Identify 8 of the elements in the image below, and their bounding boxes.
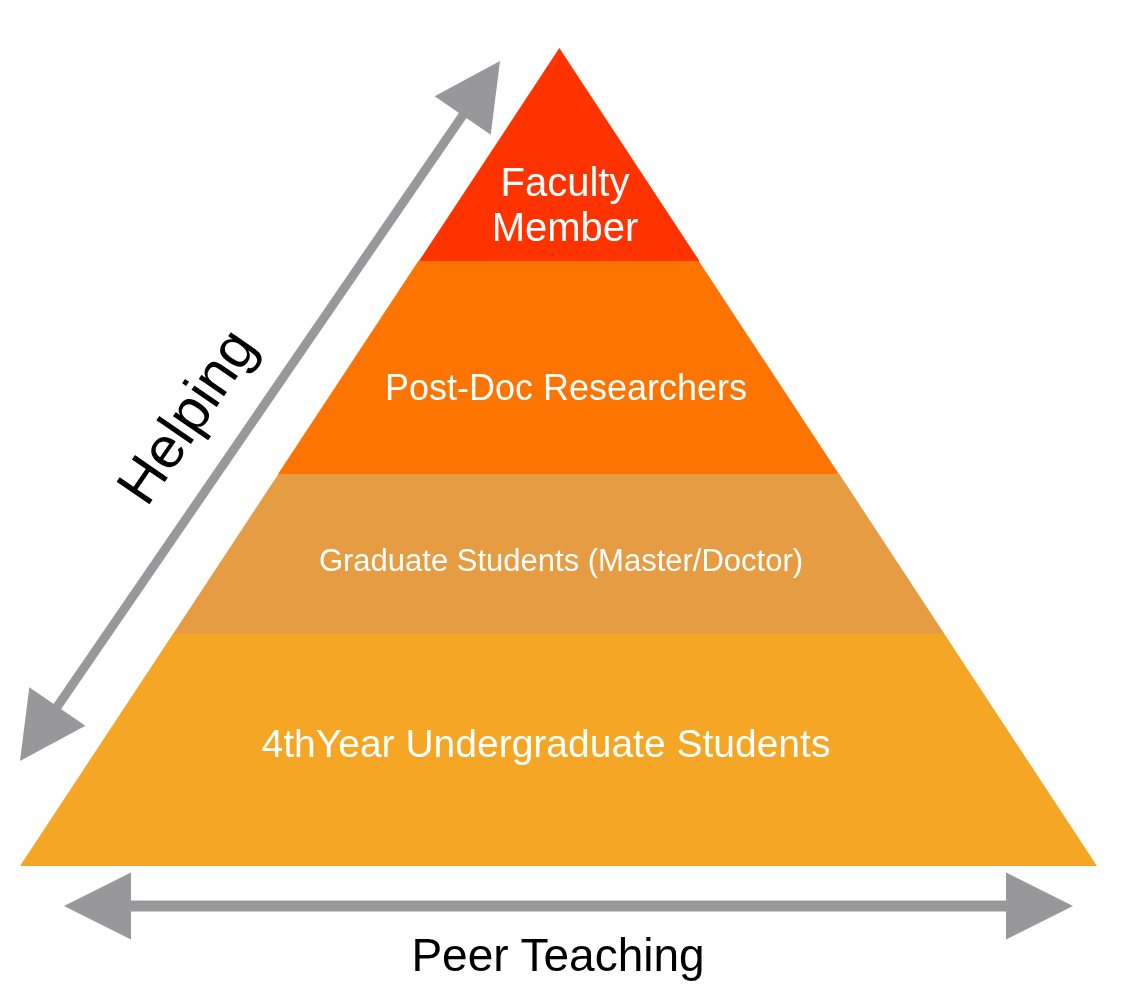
tier-label: 4thYear Undergraduate Students (261, 722, 831, 766)
tier-label: Faculty Member (490, 160, 640, 250)
tier-label: Post-Doc Researchers (384, 367, 748, 409)
direction-label: Peer Teaching (411, 929, 705, 981)
pyramid-tier (20, 634, 1097, 866)
pyramid-tier (278, 261, 840, 474)
tier-label: Graduate Students (Master/Doctor) (318, 543, 804, 579)
pyramid-tier (418, 48, 700, 261)
